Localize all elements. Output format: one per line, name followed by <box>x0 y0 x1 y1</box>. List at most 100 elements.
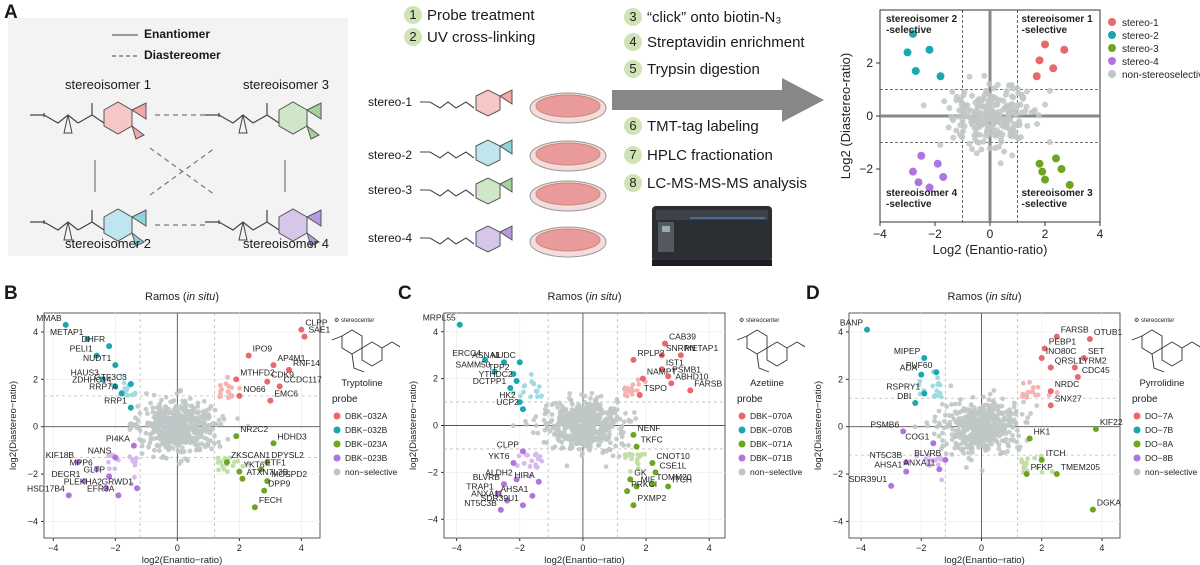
quadrant-point-non-stereoselective <box>1016 118 1023 125</box>
plot-b-probe-structure <box>331 329 400 373</box>
plot-b-point-non-selective <box>186 427 192 433</box>
plot-c-point-non-selective <box>550 445 556 451</box>
plot-d-point-non-selective <box>948 383 954 389</box>
plot-d-point-non-selective <box>973 409 979 415</box>
probe-bonds <box>331 335 400 373</box>
plot-d-y-tick-label: 4 <box>838 327 843 337</box>
plot-d-point-non-selective <box>966 411 972 417</box>
plot-c-point-non-selective <box>594 395 600 400</box>
plot-b-label-GLTP: GLTP <box>84 464 106 474</box>
plot-b-point-non-selective <box>156 448 162 453</box>
quadrant-point-non-stereoselective <box>959 134 966 141</box>
plot-b-point-non-selective <box>199 441 205 447</box>
plot-b-point-non-selective <box>192 416 198 422</box>
plot-d-point-non-selective <box>957 416 963 422</box>
plot-d-point-non-selective <box>1024 420 1030 425</box>
plot-d-point-non-selective <box>961 430 967 436</box>
plot-d-legend-title: probe <box>1132 394 1158 405</box>
plot-d-point-non-selective <box>932 414 938 420</box>
quadrant-point-non-stereoselective <box>961 89 968 96</box>
plot-d-point-non-selective <box>1021 399 1026 405</box>
plot-d-point-non-selective <box>978 421 984 426</box>
plot-b-point-non-selective <box>182 398 188 404</box>
plot-b-point-RNF14 <box>285 366 292 373</box>
plot-c-label-PRKCI: PRKCI <box>631 479 657 489</box>
mass-spectrometer-icon <box>652 206 772 266</box>
plot-b-point-non-selective <box>196 421 202 427</box>
plot-b-x-tick-label: 0 <box>175 543 180 553</box>
plot-c-point-non-selective <box>594 405 600 411</box>
plot-d-point-non-selective <box>979 405 985 411</box>
plot-b-title-close: ) <box>215 291 219 303</box>
plot-d-point-non-selective <box>991 388 997 393</box>
plot-d-point-non-selective <box>968 408 974 414</box>
plot-b-label-RRP7A: RRP7A <box>89 382 118 392</box>
probe-bonds <box>1131 335 1200 373</box>
stereoisomer-2-label: stereoisomer 2 <box>65 236 151 251</box>
plot-d-label-DBI: DBI <box>897 391 911 401</box>
plot-b-point-D-minor <box>132 474 137 480</box>
plot-d-point-non-selective <box>952 401 958 407</box>
plot-b-label-AP4M1: AP4M1 <box>277 353 305 363</box>
plot-b-point-non-selective <box>139 451 145 457</box>
plot-b-legend-swatch-2 <box>333 426 341 434</box>
plot-b-point-C-minor <box>216 467 221 473</box>
plot-d-point-non-selective <box>968 402 974 408</box>
quadrant-point-non-stereoselective <box>994 81 1001 88</box>
diastereomer-line-2-3 <box>149 147 216 196</box>
plot-b-label-IPO9: IPO9 <box>253 344 273 354</box>
plot-c-point-non-selective <box>559 446 565 451</box>
plot-c-label-MRPL55: MRPL55 <box>423 313 456 323</box>
plot-b-label-FECH: FECH <box>259 495 282 505</box>
plot-b-label-YKT6: YKT6 <box>243 460 265 470</box>
plot-d-point-non-selective <box>983 426 989 432</box>
plot-d-point-A-minor <box>1035 384 1041 390</box>
plot-d-label-DGKA: DGKA <box>1097 498 1121 508</box>
probe-molecule-rows <box>420 89 607 258</box>
plot-d-point-non-selective <box>965 450 971 456</box>
step-3-number: 3 <box>624 8 642 26</box>
plot-c-label-ITCH: ITCH <box>672 474 692 484</box>
plot-c-point-non-selective <box>559 403 565 409</box>
plot-c-legend-label-5: non−selective <box>750 467 802 477</box>
plot-c-label-ANXA11: ANXA11 <box>471 489 503 499</box>
plot-c-point-A-minor <box>635 377 641 383</box>
plot-b-point-non-selective <box>147 440 153 446</box>
plot-b-y-tick-label: −2 <box>28 469 38 479</box>
plot-d-point-non-selective <box>931 431 937 437</box>
quadrant-point-non-stereoselective <box>983 128 990 135</box>
plot-b-point-HAUS3 <box>99 376 106 383</box>
plot-b-point-non-selective <box>182 434 188 439</box>
plot-d-point-non-selective <box>912 424 918 430</box>
plot-b-point-non-selective <box>178 416 184 422</box>
plot-d-y-tick-label: −4 <box>833 516 843 526</box>
plot-b-point-non-selective <box>182 427 188 433</box>
quadrant-point-non-stereoselective <box>1011 110 1018 117</box>
stereoisomer-2-molecule <box>30 208 147 247</box>
plot-b-point-non-selective <box>187 448 193 454</box>
plot-d-point-non-selective <box>990 399 996 404</box>
plot-d-point-B-minor <box>932 392 938 398</box>
panel-letter-d: D <box>806 283 820 304</box>
plot-d-label-COG1: COG1 <box>905 431 929 441</box>
quadrant-label-1: stereoisomer 2 <box>886 14 958 25</box>
plot-b-point-non-selective <box>211 441 217 446</box>
plot-d-point-OTUB1 <box>1086 336 1093 343</box>
scatter-plot-b: MMABMETAP1DHFRPELI1NUDT1HAUS3ZDHHC14GTF3… <box>8 291 400 565</box>
plot-c-point-non-selective <box>587 441 593 447</box>
plot-c-point-TKFC <box>633 443 640 450</box>
plot-d-point-non-selective <box>963 418 968 424</box>
plot-c-label-CAB39: CAB39 <box>669 331 696 341</box>
plot-b-point-non-selective <box>177 440 183 446</box>
step-8-text: LC-MS-MS-MS analysis <box>647 174 808 192</box>
plot-b-point-non-selective <box>214 422 219 428</box>
quadrant-legend-swatch-stereo-1 <box>1108 18 1116 26</box>
plot-d-label-AHSA1: AHSA1 <box>874 460 902 470</box>
plot-d-point-non-selective <box>1001 417 1007 423</box>
plot-d-point-non-selective <box>963 425 969 431</box>
quadrant-point-stereo-4 <box>909 167 917 176</box>
plot-c-point-non-selective <box>585 401 591 407</box>
plot-d-point-non-selective <box>979 468 985 474</box>
quadrant-point-non-stereoselective <box>1010 120 1017 127</box>
